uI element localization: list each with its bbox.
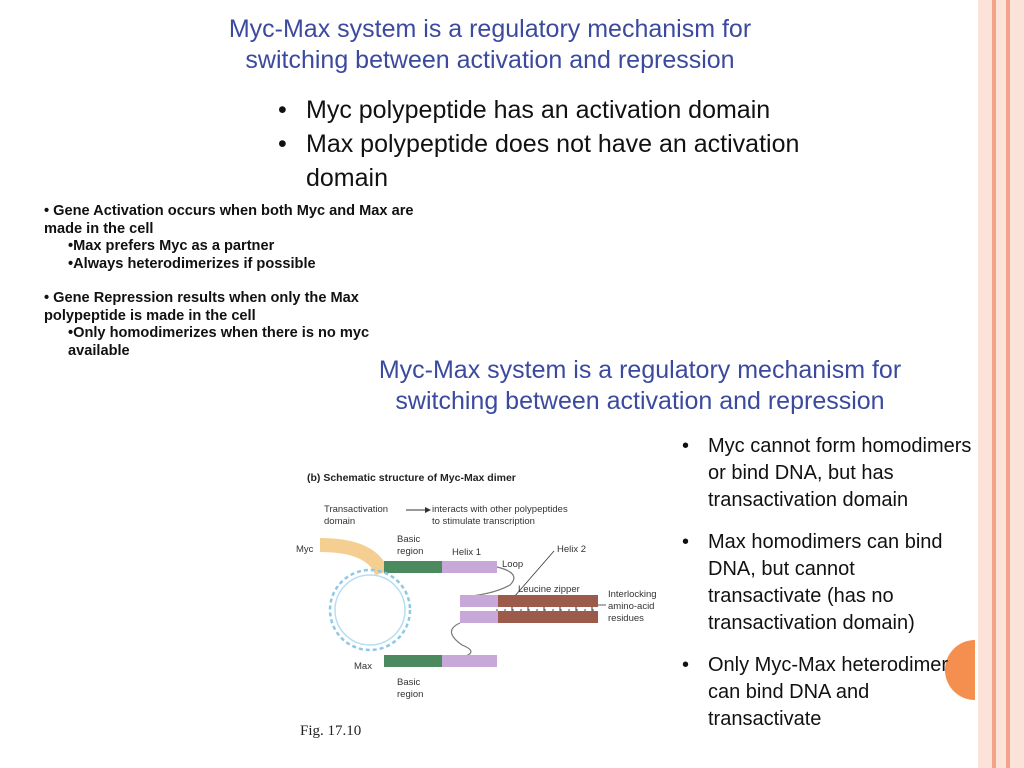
myc-helix2 (460, 595, 498, 607)
second-slide-title: Myc-Max system is a regulatory mechanism… (320, 355, 960, 417)
max-helix2 (460, 611, 498, 623)
border-stripe (978, 0, 992, 768)
note-repression-sub: •Only homodimerizes when there is no myc… (68, 325, 370, 359)
list-item: Only Myc-Max heterodimer can bind DNA an… (682, 652, 972, 733)
right-bullet-list: Myc cannot form homodimers or bind DNA, … (682, 433, 972, 748)
helix2-label: Helix 2 (557, 544, 586, 555)
transactivation-label: Transactivation (324, 504, 388, 515)
myc-max-diagram: (b) Schematic structure of Myc-Max dimer… (296, 472, 657, 700)
top-bullet-list: Myc polypeptide has an activation domain… (278, 93, 918, 195)
pointer-line (513, 550, 555, 598)
interlocking-label: Interlocking (608, 589, 657, 600)
slide-title-line2: switching between activation and repress… (245, 46, 735, 74)
interlocking-label-2: amino-acid (608, 601, 654, 612)
max-helix1 (442, 655, 497, 667)
border-stripe (996, 0, 1006, 768)
figure-heading: (b) Schematic structure of Myc-Max dimer (307, 472, 516, 484)
myc-leucine-zipper (498, 595, 598, 607)
list-item: Myc cannot form homodimers or bind DNA, … (682, 433, 972, 514)
basic-label-top: Basic (397, 534, 420, 545)
note-activation: • Gene Activation occurs when both Myc a… (44, 203, 414, 237)
note-activation-sub: •Always heterodimerizes if possible (68, 255, 316, 272)
basic-label-bottom: Basic (397, 677, 420, 688)
max-leucine-zipper (498, 611, 598, 623)
slide-title: Myc-Max system is a regulatory mechanism… (150, 14, 830, 76)
myc-helix1 (442, 561, 497, 573)
border-stripe (992, 0, 996, 768)
myc-label: Myc (296, 544, 314, 555)
border-stripe (1010, 0, 1024, 768)
max-basic-region (384, 655, 442, 667)
second-title-line2: switching between activation and repress… (395, 387, 885, 415)
dna-helix (328, 568, 412, 652)
transactivation-label-2: domain (324, 516, 355, 527)
note-activation-sub: •Max prefers Myc as a partner (68, 238, 275, 254)
myc-transactivation-domain (319, 538, 389, 576)
max-label: Max (354, 661, 372, 672)
notes-block: • Gene Activation occurs when both Myc a… (44, 203, 444, 360)
slide-title-line1: Myc-Max system is a regulatory mechanism… (228, 15, 752, 43)
list-item: Max polypeptide does not have an activat… (278, 127, 866, 195)
second-title-line1: Myc-Max system is a regulatory mechanism… (378, 356, 902, 384)
arrow-head (425, 507, 431, 513)
region-label-bottom: region (397, 689, 423, 700)
interlocking-label-3: residues (608, 613, 644, 624)
myc-basic-region (384, 561, 442, 573)
slide-border (978, 0, 1024, 768)
helix1-label: Helix 1 (452, 547, 481, 558)
list-item: Max homodimers can bind DNA, but cannot … (682, 529, 972, 637)
list-item: Myc polypeptide has an activation domain (278, 93, 918, 127)
leucine-zipper-label: Leucine zipper (518, 584, 580, 595)
interacts-label-2: to stimulate transcription (432, 516, 535, 527)
interacts-label: interacts with other polypeptides (432, 504, 568, 515)
border-stripe (1006, 0, 1010, 768)
loop-label: Loop (502, 559, 523, 570)
dna-helix-inner (334, 574, 406, 646)
note-repression: • Gene Repression results when only the … (44, 290, 359, 324)
figure-caption: Fig. 17.10 (300, 723, 362, 739)
region-label-top: region (397, 546, 423, 557)
